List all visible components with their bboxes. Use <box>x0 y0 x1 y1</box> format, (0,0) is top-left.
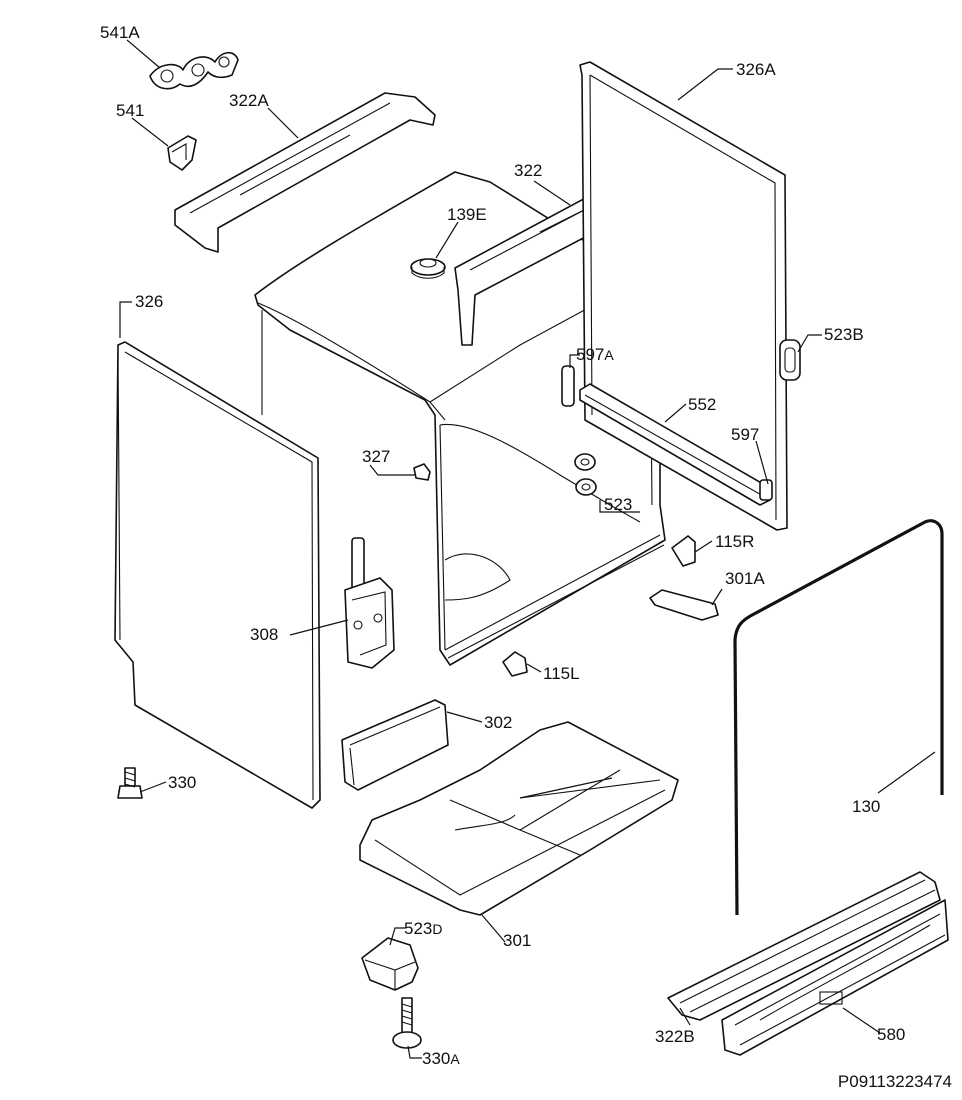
callout-523b: 523B <box>824 325 864 344</box>
part-330a <box>392 997 422 1049</box>
callout-301a: 301A <box>725 569 765 588</box>
part-308 <box>344 537 395 669</box>
part-139e <box>410 258 446 279</box>
part-330 <box>117 767 143 799</box>
part-322b <box>667 871 941 1021</box>
part-115l <box>502 651 528 677</box>
part-523 <box>574 453 597 496</box>
part-541a <box>149 51 239 90</box>
callout-115r: 115R <box>715 532 754 551</box>
callout-597a: 597A <box>576 345 614 364</box>
callout-552: 552 <box>688 395 716 414</box>
callout-327: 327 <box>362 447 390 466</box>
callout-115l: 115L <box>543 664 580 683</box>
part-301 <box>359 721 679 916</box>
callout-541a: 541A <box>100 23 140 42</box>
part-322a <box>174 92 436 253</box>
tub-cabinet <box>254 171 666 666</box>
callout-322a: 322A <box>229 91 269 110</box>
callout-labels: 541A 541 322A 326A 322 139E 326 523B 597… <box>100 23 905 1068</box>
callout-301: 301 <box>503 931 531 950</box>
part-302 <box>341 699 449 791</box>
leader-lines <box>119 39 936 1059</box>
part-115r <box>671 535 696 567</box>
callout-330a: 330A <box>422 1049 460 1068</box>
part-597a <box>561 365 575 407</box>
callout-302: 302 <box>484 713 512 732</box>
callout-308: 308 <box>250 625 278 644</box>
part-597 <box>759 479 773 501</box>
callout-130: 130 <box>852 797 880 816</box>
callout-541: 541 <box>116 101 144 120</box>
callout-523d: 523D <box>404 919 443 938</box>
part-580 <box>721 899 949 1056</box>
callout-139e: 139E <box>447 205 487 224</box>
callout-326a: 326A <box>736 60 776 79</box>
part-523d <box>361 937 419 991</box>
part-326 <box>114 341 321 809</box>
callout-322: 322 <box>514 161 542 180</box>
part-541 <box>167 135 197 171</box>
callout-597: 597 <box>731 425 759 444</box>
part-301a <box>649 589 719 621</box>
drawing-id-label: P09113223474 <box>837 1072 952 1091</box>
part-130 <box>733 519 944 916</box>
callout-580: 580 <box>877 1025 905 1044</box>
callout-326: 326 <box>135 292 163 311</box>
callout-330: 330 <box>168 773 196 792</box>
part-327 <box>413 463 431 481</box>
part-523b <box>779 339 801 381</box>
callout-322b: 322B <box>655 1027 695 1046</box>
callout-523: 523 <box>604 495 632 514</box>
